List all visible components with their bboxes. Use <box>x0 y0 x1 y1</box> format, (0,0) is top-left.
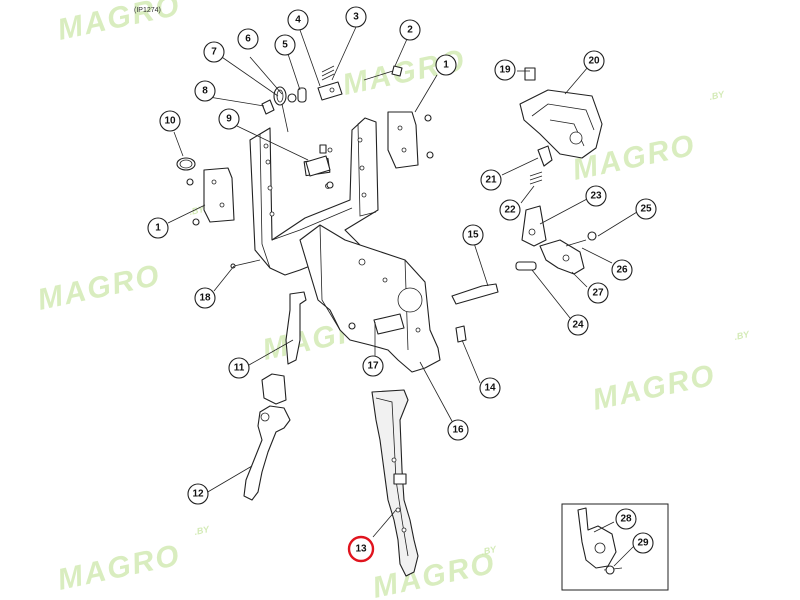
callout-label: 14 <box>484 383 496 394</box>
callout-label: 3 <box>353 12 359 23</box>
reference-code: (IP1274) <box>134 7 161 14</box>
callout-label: 1 <box>155 223 161 234</box>
link-27 <box>539 239 587 275</box>
spring-clip-10 <box>176 157 196 171</box>
callout-label: 22 <box>504 205 516 216</box>
leader-lines <box>167 26 638 567</box>
pin-18 <box>230 259 261 269</box>
side-plate-right <box>387 111 434 169</box>
callout-26: 26 <box>611 259 633 281</box>
watermark-suffix-text: .BY <box>188 204 206 217</box>
spring-assembly-top <box>261 65 403 133</box>
master-cylinder-20 <box>499 65 603 159</box>
callout-16: 16 <box>447 419 469 441</box>
watermark-text: MAGRO <box>590 359 719 417</box>
callout-13: 13 <box>347 535 375 563</box>
callout-25: 25 <box>635 198 657 220</box>
watermark-suffix: .BY <box>733 329 751 342</box>
callout-label: 25 <box>640 204 652 215</box>
callout-2: 2 <box>399 19 421 41</box>
callout-label: 26 <box>616 265 628 276</box>
watermark: MAGRO <box>35 259 164 317</box>
callout-label: 9 <box>226 114 232 125</box>
callout-label: 17 <box>367 361 379 372</box>
callout-label: 29 <box>637 538 649 549</box>
callout-label: 12 <box>192 489 204 500</box>
watermark-suffix: .BY <box>480 544 498 557</box>
callout-14: 14 <box>479 377 501 399</box>
watermark-suffix-text: .BY <box>733 329 751 342</box>
pedal-arm-16 <box>299 224 467 373</box>
watermark-suffix: .BY <box>193 524 211 537</box>
watermark-suffix-text: .BY <box>480 544 498 557</box>
callout-28: 28 <box>615 508 637 530</box>
callout-6: 6 <box>237 28 259 50</box>
callout-12: 12 <box>187 483 209 505</box>
callout-label: 7 <box>211 47 217 58</box>
callout-label: 10 <box>164 116 176 127</box>
callout-label: 15 <box>467 230 479 241</box>
callout-label: 20 <box>588 56 600 67</box>
callout-11: 11 <box>228 357 250 379</box>
callout-21: 21 <box>480 169 502 191</box>
callout-label: 24 <box>572 320 584 331</box>
callout-label: 5 <box>282 40 288 51</box>
clutch-pedal-13 <box>371 389 419 577</box>
watermark-suffix: .BY <box>708 89 726 102</box>
callout-label: 19 <box>499 65 511 76</box>
callout-18: 18 <box>194 287 216 309</box>
watermark-text: MAGRO <box>35 259 164 317</box>
watermark-suffix-text: .BY <box>708 89 726 102</box>
watermark-suffix-text: .BY <box>193 524 211 537</box>
callout-label: 18 <box>199 293 211 304</box>
callout-19: 19 <box>494 59 516 81</box>
callout-label: 8 <box>202 86 208 97</box>
callout-24: 24 <box>567 314 589 336</box>
callout-label: 27 <box>592 288 604 299</box>
watermark: MAGRO <box>590 359 719 417</box>
callout-1: 1 <box>435 54 457 76</box>
callout-label: 21 <box>485 175 497 186</box>
callout-3: 3 <box>345 6 367 28</box>
callout-label: 28 <box>620 514 632 525</box>
callout-9: 9 <box>218 108 240 130</box>
side-plate-left <box>186 167 235 226</box>
watermark-suffix: .BY <box>188 204 206 217</box>
callout-10: 10 <box>159 110 181 132</box>
lever-11 <box>285 291 307 365</box>
callout-label: 2 <box>407 25 413 36</box>
watermark: MAGRO <box>55 539 184 597</box>
callout-27: 27 <box>587 282 609 304</box>
callout-23: 23 <box>585 185 607 207</box>
push-rod-21-22 <box>521 145 553 247</box>
callout-label: 11 <box>234 363 245 374</box>
callout-label: 23 <box>590 191 602 202</box>
callout-20: 20 <box>583 50 605 72</box>
callout-8: 8 <box>194 80 216 102</box>
callout-label: 4 <box>295 15 301 26</box>
callout-5: 5 <box>274 34 296 56</box>
pin-24-25 <box>515 231 597 271</box>
callout-15: 15 <box>462 224 484 246</box>
watermark-text: MAGRO <box>55 0 184 47</box>
callout-29: 29 <box>632 532 654 554</box>
watermark-text: MAGRO <box>370 547 499 600</box>
callout-22: 22 <box>499 199 521 221</box>
callout-17: 17 <box>362 355 384 377</box>
bushing-9 <box>305 144 334 189</box>
cast-bracket-12 <box>243 373 291 501</box>
callout-label: 13 <box>355 544 367 555</box>
callout-1: 1 <box>147 217 169 239</box>
callout-label: 6 <box>245 34 251 45</box>
callout-label: 1 <box>443 60 449 71</box>
spacer-15 <box>451 283 499 305</box>
callout-label: 16 <box>452 425 464 436</box>
watermark: MAGRO <box>55 0 184 47</box>
watermark-text: MAGRO <box>55 539 184 597</box>
callout-4: 4 <box>287 9 309 31</box>
watermark: MAGRO <box>370 547 499 600</box>
callout-7: 7 <box>203 41 225 63</box>
